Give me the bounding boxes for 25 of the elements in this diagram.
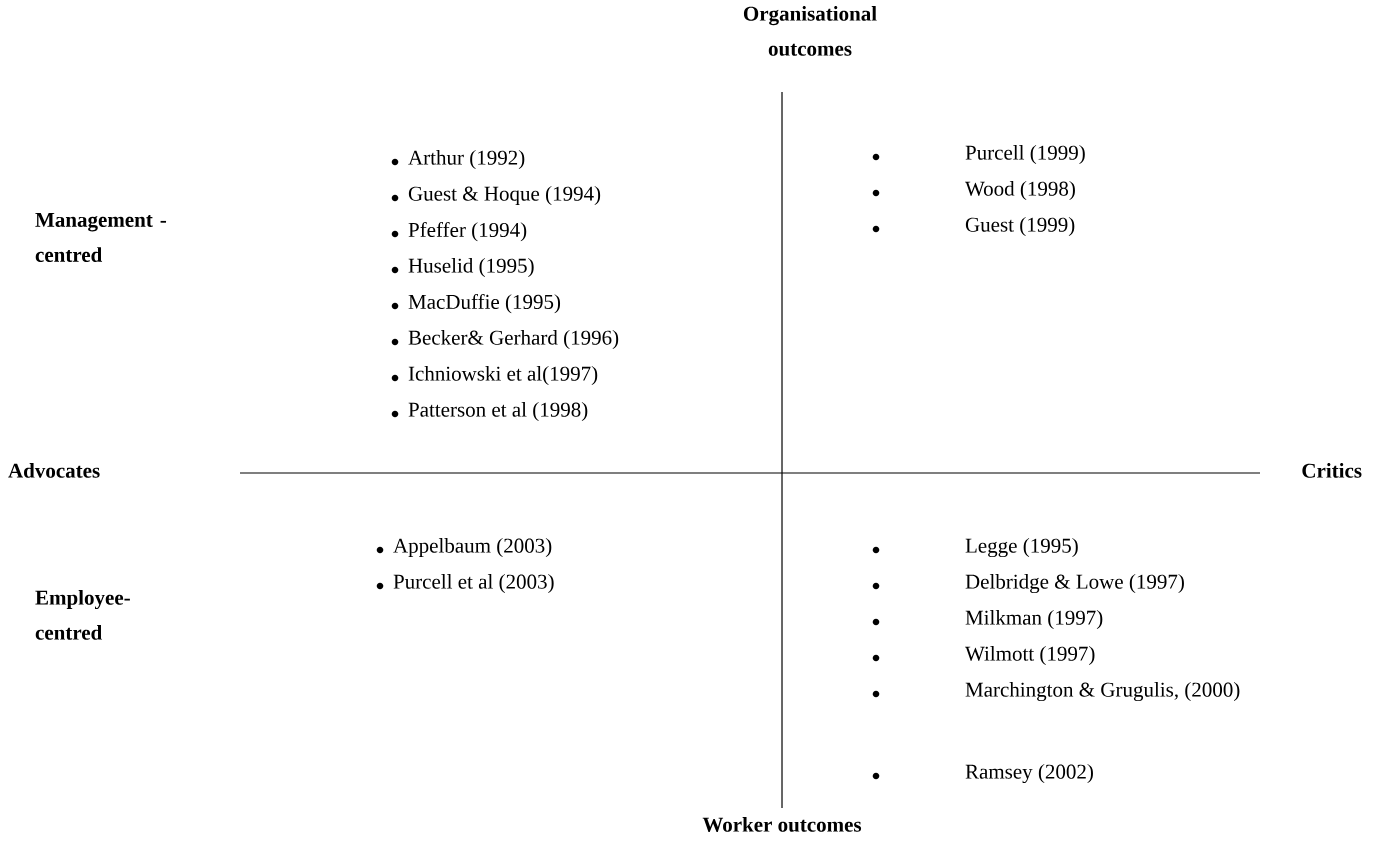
bullet-item: Milkman (1997) [872,610,1103,630]
bullet-item: Appelbaum (2003) [376,538,552,558]
axis-label: Worker outcomes [702,817,862,832]
bullet-item: Patterson et al (1998) [391,402,588,422]
bullet-item: Ichniowski et al(1997) [391,366,598,386]
bullet-item: Arthur (1992) [391,150,525,170]
bullet-item: Guest & Hoque (1994) [391,186,601,206]
axis-label: Management - centred [35,213,167,262]
bullet-item: Legge (1995) [872,538,1078,558]
axis-label: Advocates [8,463,100,478]
axis-label: Critics [1302,463,1362,478]
bullet-item: Wood (1998) [872,181,1075,201]
bullet-item: Purcell et al (2003) [376,574,554,594]
bullet-item: Marchington & Grugulis, (2000) [872,682,1240,702]
bullet-item: Becker& Gerhard (1996) [391,330,619,350]
bullet-item: Pfeffer (1994) [391,222,527,242]
bullet-item: Huselid (1995) [391,258,534,278]
axis-label: Employee-centred [35,590,130,640]
bullet-item: Purcell (1999) [872,145,1085,165]
axis-label: Organisational outcomes [743,6,877,56]
bullet-item: Delbridge & Lowe (1997) [872,574,1184,594]
bullet-item: Ramsey (2002) [872,764,1093,784]
bullet-item: Wilmott (1997) [872,646,1095,666]
bullet-item: MacDuffie (1995) [391,294,561,314]
bullet-item: Guest (1999) [872,217,1075,237]
